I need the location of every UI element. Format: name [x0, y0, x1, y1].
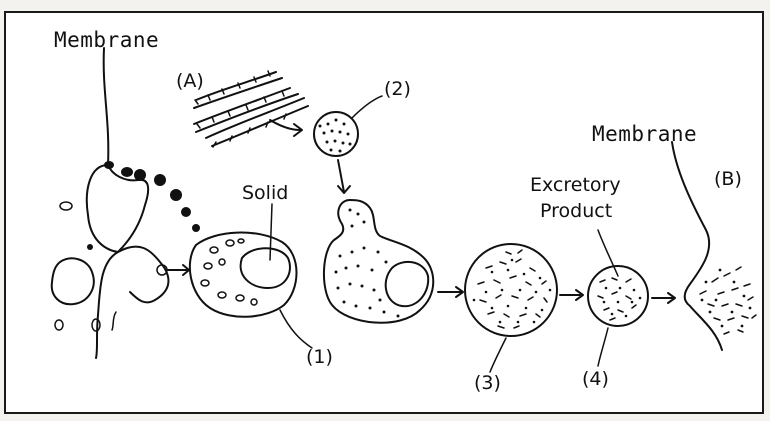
vesicle-dot	[121, 167, 133, 177]
fusion-solid	[386, 262, 429, 306]
vesicle-3-dots	[473, 259, 552, 324]
vesicle-dot	[192, 224, 200, 232]
vesicle-dot	[134, 169, 146, 181]
left-large-vacuole	[52, 258, 94, 304]
excretory-leader	[598, 230, 618, 276]
excreted-particles	[700, 267, 756, 334]
vacuole-1-granules	[201, 239, 257, 305]
arrow-to-4	[560, 290, 583, 300]
fusion-dots	[335, 209, 400, 318]
arrow-to-3	[438, 287, 463, 297]
label-a: (A)	[176, 72, 204, 91]
fusion-structure-outline	[324, 200, 433, 323]
label-b: (B)	[714, 170, 742, 189]
excretory-label-line2: Product	[540, 202, 612, 221]
vesicle-3	[465, 244, 557, 336]
label-4: (4)	[582, 370, 609, 389]
vesicle-4-dots	[603, 287, 642, 318]
solid-leader-line	[270, 204, 272, 260]
membrane-left-label: Membrane	[54, 30, 159, 51]
label-1-leader	[280, 310, 312, 348]
arrow-into-vacuole-1	[168, 265, 189, 275]
solid-particle	[241, 248, 290, 288]
label-3: (3)	[474, 374, 501, 393]
small-vacuole	[60, 202, 72, 210]
vesicle-4-texture	[598, 278, 636, 320]
arrow-2-down	[338, 160, 350, 193]
fibres-a	[194, 71, 308, 147]
label-2-leader	[352, 96, 382, 118]
solid-label: Solid	[242, 184, 288, 203]
vesicle-dot	[170, 189, 182, 201]
arrow-to-exit	[652, 293, 675, 303]
small-stroke	[112, 312, 116, 330]
vesicle-dot	[181, 207, 191, 217]
vesicle-2-dots	[319, 119, 352, 153]
arrow-fibres-to-2	[270, 120, 302, 136]
vesicle-dot	[104, 161, 114, 169]
vesicle-dots	[87, 161, 200, 250]
vesicle-3-texture	[478, 250, 547, 328]
excretory-label-line1: Excretory	[530, 176, 621, 195]
excreted-dots	[701, 269, 752, 328]
vesicle-dot	[87, 244, 93, 250]
small-vacuole	[55, 320, 63, 330]
label-2: (2)	[384, 80, 411, 99]
vesicle-dot	[154, 174, 166, 186]
label-4-leader	[598, 328, 608, 366]
left-membrane-outline	[87, 48, 118, 358]
small-vacuole	[92, 319, 100, 331]
membrane-right-label: Membrane	[592, 124, 697, 145]
label-1: (1)	[306, 348, 333, 367]
label-3-leader	[490, 338, 506, 372]
